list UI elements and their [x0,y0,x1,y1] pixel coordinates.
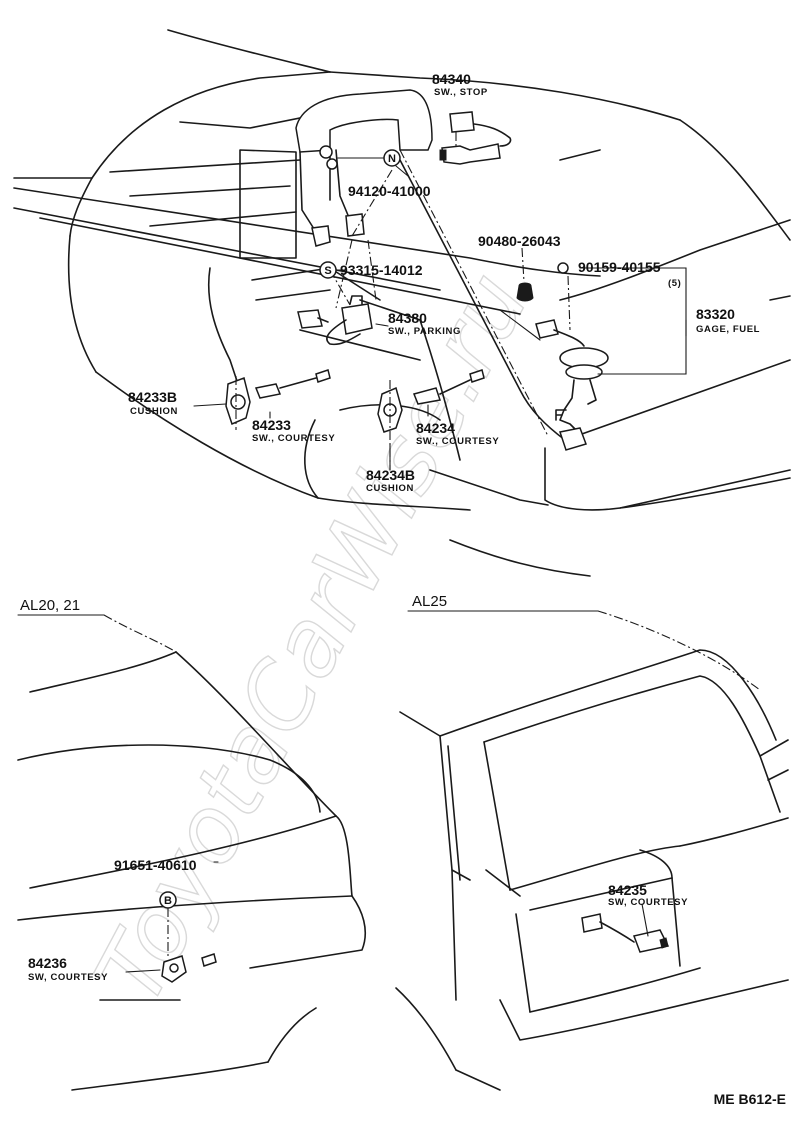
stop-switch-part [439,111,512,165]
vehicle-body-al20 [17,614,367,1091]
part-number-84233B: 84233B [128,389,177,405]
courtesy-switch-84233-part [225,369,331,426]
symbol-n: N [388,153,396,165]
part-number-84235: 84235 [608,882,647,898]
part-desc-84234: SW., COURTESY [416,436,499,447]
symbol-s-circle [319,261,337,279]
part-desc-84236: SW, COURTESY [28,972,108,983]
part-desc-84233: SW., COURTESY [252,433,335,444]
vehicle-body-al25 [395,610,789,1091]
part-number-84340: 84340 [432,71,471,87]
parking-switch-part [297,295,373,346]
part-desc-83320: GAGE, FUEL [696,324,760,335]
top-dashed-leaders [193,132,687,471]
section-label-al20: AL20, 21 [20,597,80,614]
symbol-n-circle [383,149,401,167]
part-desc-84235: SW, COURTESY [608,897,688,908]
section-label-al25: AL25 [412,593,447,610]
part-number-91651: 91651-40610 [114,857,197,873]
part-number-90159: 90159-40155 [578,259,661,275]
symbol-s: S [324,265,331,277]
courtesy-switch-84236-part [125,861,219,983]
part-number-94120: 94120-41000 [348,183,431,199]
symbol-b: B [164,895,172,907]
fuel-gage-part [516,262,609,451]
part-number-84234: 84234 [416,420,455,436]
part-number-83320: 83320 [696,306,735,322]
part-desc-84233B: CUSHION [130,406,178,417]
diagram-code: ME B612-E [714,1091,786,1107]
part-number-93315: 93315-14012 [340,262,423,278]
watermark: ToyotaCarWise.ru [75,256,549,1021]
part-number-84234B: 84234B [366,467,415,483]
part-number-90480: 90480-26043 [478,233,561,249]
part-desc-84234B: CUSHION [366,483,414,494]
pedal-bracket [295,89,433,247]
part-desc-84340: SW., STOP [434,87,488,98]
part-number-84233: 84233 [252,417,291,433]
courtesy-switch-84235-part [581,903,670,953]
part-number-84380: 84380 [388,310,427,326]
part-desc-84380: SW., PARKING [388,326,461,337]
symbol-b-circle [159,891,177,909]
part-qty-90159: (5) [668,278,681,289]
part-number-84236: 84236 [28,955,67,971]
